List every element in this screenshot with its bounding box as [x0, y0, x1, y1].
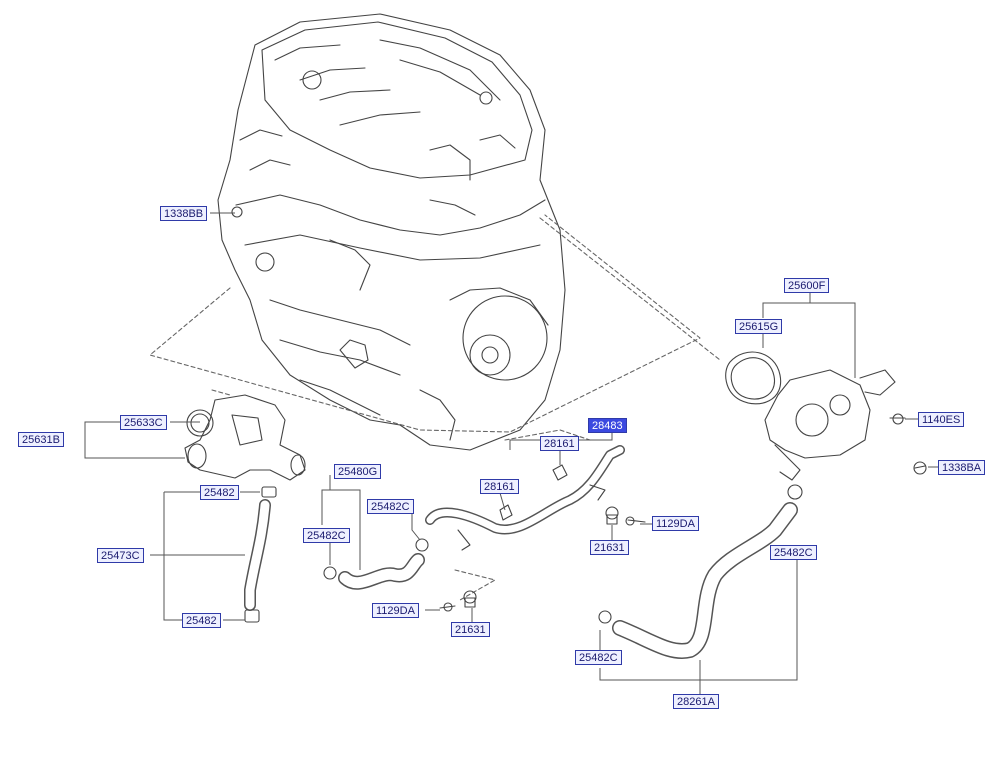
callout-25615g[interactable]: 25615G	[735, 319, 783, 334]
water-pump-drawing	[725, 351, 927, 481]
callout-25600f[interactable]: 25600F	[784, 278, 830, 293]
callout-25480g[interactable]: 25480G	[334, 464, 382, 479]
callout-25473c[interactable]: 25473C	[97, 548, 144, 563]
callout-1129da-right[interactable]: 1129DA	[652, 516, 699, 531]
pipe-28483-drawing	[425, 445, 625, 551]
callout-25633c[interactable]: 25633C	[120, 415, 167, 430]
callout-1129da-left[interactable]: 1129DA	[372, 603, 419, 618]
callout-25631b[interactable]: 25631B	[18, 432, 64, 447]
callout-1140es[interactable]: 1140ES	[918, 412, 965, 427]
callout-28161-lower[interactable]: 28161	[480, 479, 519, 494]
hose-25480g-drawing	[323, 538, 429, 590]
hose-28261a-drawing	[598, 484, 803, 659]
hose-25473c-drawing	[244, 486, 277, 623]
callout-21631-right[interactable]: 21631	[590, 540, 629, 555]
callout-25482-bottom[interactable]: 25482	[182, 613, 221, 628]
thermostat-housing-drawing	[184, 394, 306, 481]
callout-25482c-bottom[interactable]: 25482C	[575, 650, 622, 665]
callout-28261a[interactable]: 28261A	[673, 694, 719, 709]
callout-25482-top[interactable]: 25482	[200, 485, 239, 500]
callout-1338ba[interactable]: 1338BA	[938, 460, 986, 475]
callout-1338bb[interactable]: 1338BB	[160, 206, 208, 221]
callout-28483[interactable]: 28483	[588, 418, 627, 433]
callout-28161-upper[interactable]: 28161	[540, 436, 579, 451]
callout-25482c-mid[interactable]: 25482C	[367, 499, 414, 514]
callout-25482c-pump[interactable]: 25482C	[770, 545, 817, 560]
callout-25482c-left[interactable]: 25482C	[303, 528, 350, 543]
callout-21631-left[interactable]: 21631	[451, 622, 490, 637]
engine-block-drawing	[217, 13, 566, 451]
